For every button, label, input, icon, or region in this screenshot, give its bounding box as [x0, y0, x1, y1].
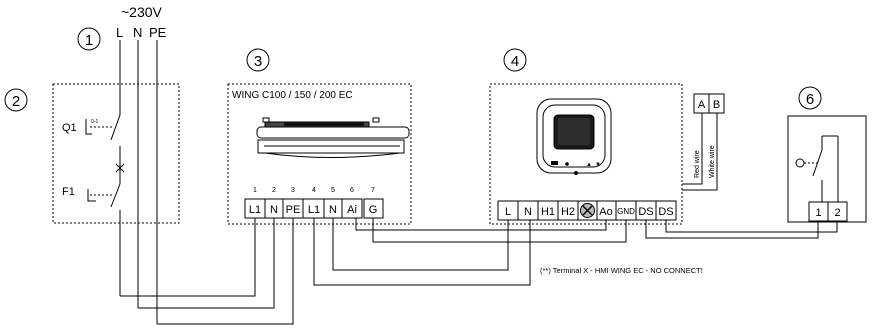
controller-terminal-block: L N H1 H2 Ao GND DS — [497, 200, 677, 221]
svg-text:H2: H2 — [561, 206, 575, 218]
svg-text:1: 1 — [253, 187, 257, 194]
callout-3: 3 — [246, 48, 270, 72]
unit-image — [256, 117, 410, 158]
svg-text:L1: L1 — [308, 204, 320, 216]
terminal-x-note: (**) Terminal X - HMI WING EC - NO CONNE… — [540, 266, 703, 275]
svg-text:PE: PE — [286, 204, 301, 216]
svg-text:4: 4 — [312, 187, 316, 194]
unit-box — [227, 83, 412, 225]
controller-terminal-h2: H2 — [557, 200, 579, 221]
unit-terminal-2: 2 N — [264, 187, 284, 219]
unit-terminal-block: 1 L1 2 N 3 PE 4 L1 5 N 6 Ai — [244, 187, 384, 219]
supply-label-l: L — [116, 25, 123, 40]
svg-text:Ao: Ao — [599, 206, 612, 218]
svg-text:3: 3 — [291, 187, 295, 194]
unit-terminal-1: 1 L1 — [244, 187, 266, 219]
callout-2: 2 — [4, 88, 28, 112]
svg-text:GND: GND — [617, 207, 635, 216]
breaker-cross-mark — [115, 163, 125, 173]
callout-6: 6 — [798, 86, 822, 110]
switch-small-label: 0-1 — [91, 119, 98, 125]
svg-text:1: 1 — [85, 32, 93, 49]
svg-text:L1: L1 — [249, 204, 261, 216]
svg-text:L: L — [505, 206, 511, 218]
svg-text:H1: H1 — [541, 206, 555, 218]
controller-terminal-ao: Ao — [596, 200, 617, 221]
wire-ds1-to-contact — [645, 220, 819, 239]
wire-n-to-unit — [138, 218, 275, 309]
svg-text:N: N — [524, 206, 532, 218]
supply-label-pe: PE — [149, 25, 167, 40]
svg-text:7: 7 — [371, 187, 375, 194]
unit-terminal-4: 4 L1 — [302, 187, 325, 219]
wire-g-to-gnd — [372, 218, 627, 243]
supply-voltage: ~230V — [121, 4, 163, 20]
svg-text:3: 3 — [254, 53, 262, 70]
controller-terminal-l: L — [497, 200, 519, 221]
wire-l1-to-controller — [313, 218, 531, 286]
controller-up-arrow: ▲ — [586, 162, 592, 168]
controller-terminal-x — [577, 200, 598, 221]
contact-box — [787, 115, 867, 223]
unit-terminal-7: 7 G — [363, 187, 384, 219]
fuse-f1: F1 — [62, 183, 121, 296]
red-wire-label: Red wire — [694, 150, 701, 178]
svg-text:2: 2 — [12, 93, 20, 110]
controller-terminal-ds1: DS — [635, 200, 657, 221]
svg-text:G: G — [369, 204, 378, 216]
svg-text:2: 2 — [272, 187, 276, 194]
bus-terminal-a: A — [698, 99, 706, 111]
unit-terminal-3: 3 PE — [282, 187, 304, 219]
svg-text:DS: DS — [638, 206, 653, 218]
wire-pe-to-unit — [157, 218, 294, 325]
callout-4: 4 — [503, 48, 527, 72]
controller-down-arrow: ▼ — [595, 162, 601, 168]
contact-switch — [795, 135, 839, 202]
red-wire — [682, 113, 703, 185]
wire-n-to-controller — [332, 218, 509, 271]
white-wire — [682, 113, 718, 191]
breaker-switch-q1: Q1 0-1 — [62, 40, 121, 184]
unit-terminal-5: 5 N — [323, 187, 343, 219]
unit-terminal-6: 6 Ai — [341, 187, 363, 219]
fuse-label-f1: F1 — [62, 186, 75, 198]
svg-text:N: N — [270, 204, 278, 216]
controller-device: ▲ ▼ — [536, 98, 612, 175]
white-wire-label: White wire — [709, 145, 716, 178]
bus-terminal-b: B — [713, 99, 720, 111]
wire-ds2-to-contact — [665, 220, 838, 233]
wire-l-to-unit — [120, 218, 256, 297]
svg-text:N: N — [329, 204, 337, 216]
svg-text:Ai: Ai — [347, 204, 357, 216]
svg-text:4: 4 — [511, 53, 519, 70]
switch-label-q1: Q1 — [62, 122, 77, 134]
controller-terminal-h1: H1 — [537, 200, 559, 221]
svg-text:DS: DS — [658, 206, 673, 218]
unit-title: WING C100 / 150 / 200 EC — [232, 90, 353, 101]
controller-terminal-ds2: DS — [655, 200, 677, 221]
contact-terminal-1: 1 — [815, 207, 821, 219]
wire-ai-to-ao — [355, 218, 607, 231]
controller-terminal-gnd: GND — [615, 200, 637, 221]
contact-terminal-2: 2 — [834, 207, 840, 219]
svg-text:6: 6 — [350, 187, 354, 194]
supply-label-n: N — [133, 25, 142, 40]
bus-terminal-block: A B — [693, 93, 725, 114]
svg-text:5: 5 — [331, 187, 335, 194]
controller-box — [489, 83, 683, 225]
breaker-panel — [52, 83, 180, 224]
callout-1: 1 — [77, 27, 101, 51]
contact-terminal-block: 1 2 — [808, 201, 848, 222]
svg-text:6: 6 — [806, 91, 814, 108]
controller-terminal-n: N — [517, 200, 539, 221]
